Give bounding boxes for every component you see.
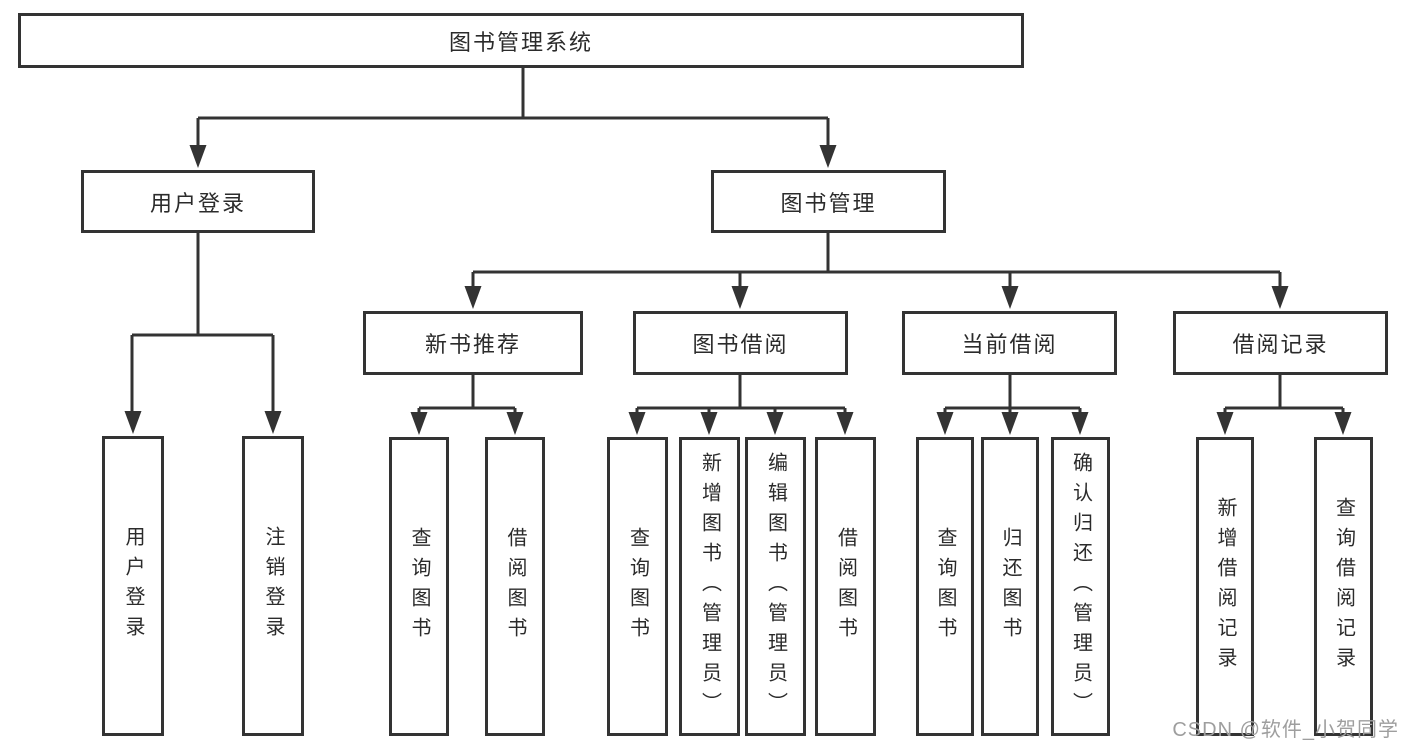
leaf-bb-add-book: 新增图书（管理员）: [679, 437, 740, 736]
leaf-logout-label: 注销登录: [262, 526, 284, 646]
leaf-cb-query-book-label: 查询图书: [934, 526, 956, 647]
node-new-book-recommend: 新书推荐: [363, 311, 583, 375]
leaf-bb-borrow-book: 借阅图书: [815, 437, 876, 736]
leaf-user-login: 用户登录: [102, 436, 164, 736]
leaf-br-query-record: 查询借阅记录: [1314, 437, 1373, 736]
leaf-rec-query-book: 查询图书: [389, 437, 449, 736]
node-new-book-recommend-label: 新书推荐: [424, 332, 521, 357]
leaf-bb-edit-book: 编辑图书（管理员）: [745, 437, 806, 736]
node-book-management: 图书管理: [711, 170, 946, 233]
leaf-bb-query-book-label: 查询图书: [626, 526, 649, 647]
node-current-borrow: 当前借阅: [902, 311, 1117, 375]
leaf-cb-query-book: 查询图书: [916, 437, 974, 736]
node-book-borrow: 图书借阅: [633, 311, 848, 375]
leaf-br-add-record-label: 新增借阅记录: [1214, 496, 1236, 677]
leaf-bb-query-book: 查询图书: [607, 437, 668, 736]
leaf-bb-edit-book-label: 编辑图书（管理员）: [764, 451, 787, 722]
leaf-bb-borrow-book-label: 借阅图书: [834, 526, 857, 647]
leaf-bb-add-book-label: 新增图书（管理员）: [698, 451, 721, 722]
node-current-borrow-label: 当前借阅: [961, 332, 1058, 357]
node-user-login-label: 用户登录: [149, 190, 246, 216]
node-user-login: 用户登录: [81, 170, 315, 233]
leaf-user-login-label: 用户登录: [122, 526, 144, 646]
node-borrow-record: 借阅记录: [1173, 311, 1388, 375]
leaf-rec-query-book-label: 查询图书: [408, 526, 430, 647]
leaf-cb-confirm-return-label: 确认归还（管理员）: [1069, 451, 1092, 722]
node-borrow-record-label: 借阅记录: [1232, 332, 1329, 357]
leaf-logout: 注销登录: [242, 436, 304, 736]
node-root: 图书管理系统: [18, 13, 1024, 68]
leaf-br-add-record: 新增借阅记录: [1196, 437, 1254, 736]
leaf-cb-return-book-label: 归还图书: [999, 526, 1021, 647]
leaf-cb-return-book: 归还图书: [981, 437, 1039, 736]
node-book-management-label: 图书管理: [780, 190, 877, 216]
leaf-br-query-record-label: 查询借阅记录: [1332, 496, 1355, 677]
leaf-cb-confirm-return: 确认归还（管理员）: [1051, 437, 1110, 736]
node-book-borrow-label: 图书借阅: [692, 332, 789, 357]
node-root-label: 图书管理系统: [448, 29, 593, 55]
watermark: CSDN @软件_小贺同学: [1172, 719, 1399, 741]
leaf-rec-borrow-book: 借阅图书: [485, 437, 545, 736]
leaf-rec-borrow-book-label: 借阅图书: [504, 526, 526, 647]
